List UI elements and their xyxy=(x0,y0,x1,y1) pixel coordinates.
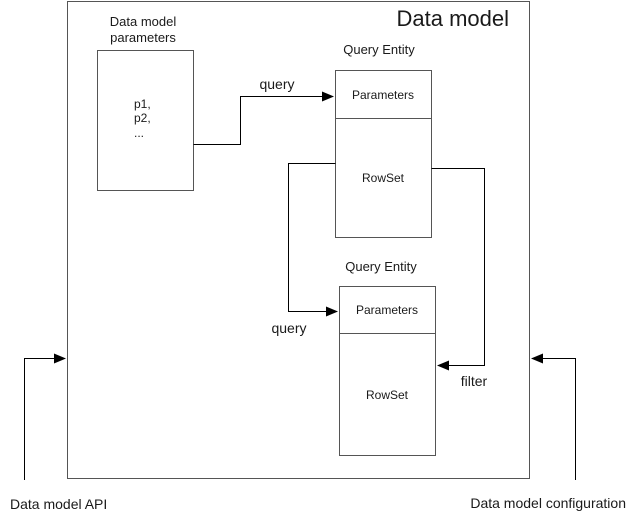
data-model-container xyxy=(67,1,530,479)
configuration-arrow xyxy=(531,353,576,480)
param-item-p1: p1, xyxy=(134,97,151,111)
entity-top-title: Query Entity xyxy=(343,42,415,57)
param-item-p2: p2, xyxy=(134,111,151,125)
param-item-more: ... xyxy=(134,126,144,140)
entity-bottom-box xyxy=(339,286,436,456)
api-label: Data model API xyxy=(10,496,107,512)
data-model-title: Data model xyxy=(396,6,509,31)
entity-top-parameters: Parameters xyxy=(352,88,414,102)
entity-bottom-title: Query Entity xyxy=(345,259,417,274)
entity-top-box xyxy=(335,70,432,238)
query-label-top: query xyxy=(259,76,294,92)
filter-label: filter xyxy=(461,373,488,389)
params-title-line2: parameters xyxy=(110,30,176,45)
query-label-bottom: query xyxy=(271,320,306,336)
api-arrow xyxy=(24,353,66,480)
data-model-parameters-box xyxy=(97,50,194,191)
filter-arrow xyxy=(431,168,485,371)
params-title-line1: Data model xyxy=(110,14,177,29)
entity-bottom-rowset: RowSet xyxy=(366,388,409,402)
query-arrow-bottom xyxy=(288,163,338,317)
entity-top-rowset: RowSet xyxy=(362,171,405,185)
configuration-label: Data model configuration xyxy=(470,495,626,511)
entity-bottom-parameters: Parameters xyxy=(356,303,418,317)
query-arrow-top xyxy=(193,91,334,145)
